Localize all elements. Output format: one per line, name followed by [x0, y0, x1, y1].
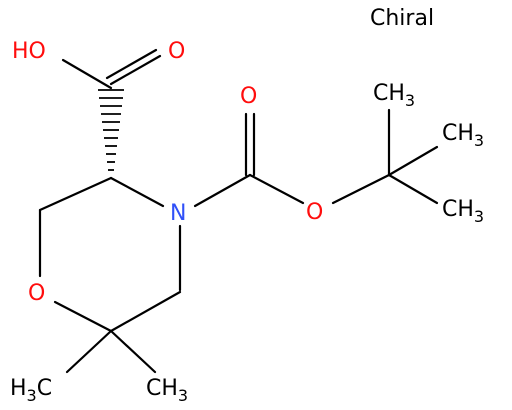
bond-carbamate-ester-o	[248, 173, 305, 205]
bond-c-o-double-b	[105, 48, 158, 80]
atom-ring-n: N	[170, 201, 186, 226]
methyl-top-label: CH3	[373, 81, 415, 110]
methyl-mid-label: CH3	[442, 121, 484, 150]
stereo-hash-bond	[98, 89, 124, 171]
atom-ester-o: O	[306, 200, 323, 225]
atom-labels: Chiral HO O O O N O CH3 CH3 CH3 H3C CH3	[10, 6, 484, 405]
bond-c5-c6	[109, 290, 182, 333]
bond-tbu-ch3-mid	[387, 145, 439, 177]
methyl-right-label: CH3	[146, 376, 188, 405]
bond-n-carbamate	[193, 173, 252, 208]
bond-ester-o-tbu	[331, 173, 391, 205]
atom-carbamate-o: O	[240, 84, 257, 109]
bond-c6-ch3-right	[109, 329, 157, 374]
bond-c6-o	[53, 300, 113, 333]
bond-c6-ch3-left	[65, 329, 113, 374]
methyl-left-label: H3C	[10, 376, 52, 405]
atom-acid-o: O	[168, 39, 185, 64]
bonds	[38, 48, 439, 374]
bond-c-oh	[61, 58, 113, 90]
methyl-bot-label: CH3	[442, 197, 484, 226]
bond-c-o-double-a	[109, 54, 162, 86]
bond-c3-n	[109, 176, 165, 208]
chiral-label: Chiral	[370, 6, 434, 31]
bond-tbu-ch3-bot	[387, 173, 439, 205]
bond-c2-c3	[38, 176, 113, 212]
atom-acid-oh: HO	[12, 39, 46, 64]
atom-ring-o: O	[28, 281, 45, 306]
